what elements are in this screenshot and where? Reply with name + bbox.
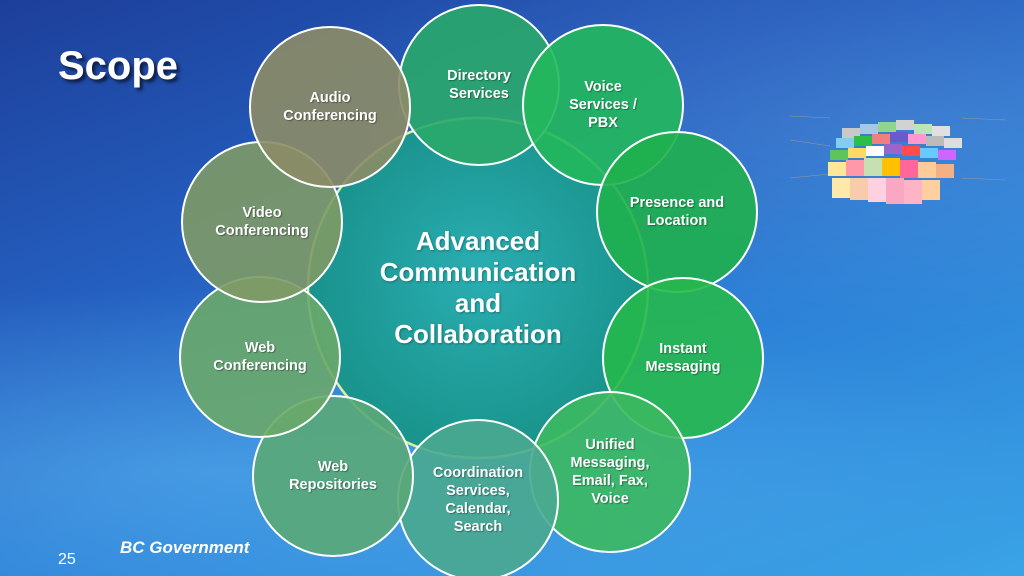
node-audio-conferencing-label: Audio Conferencing <box>283 90 377 124</box>
slide-title: Scope <box>58 44 179 88</box>
node-voice-services-pbx-label: Voice Services / PBX <box>569 79 637 131</box>
node-web-repositories-circle <box>252 395 414 557</box>
node-video-conferencing-label: Video Conferencing <box>215 205 309 239</box>
node-presence-and-location-label: Presence and Location <box>629 195 725 229</box>
nodes-group <box>179 4 764 576</box>
center-label: Advanced Communication and Collaboration <box>379 226 577 349</box>
hexagon-cluster-image <box>790 115 1006 204</box>
node-unified-messaging-label: Unified Messaging, Email, Fax, Voice <box>570 437 650 507</box>
node-web-repositories-label: Web Repositories <box>289 459 377 493</box>
node-audio-conferencing-circle <box>249 26 411 188</box>
node-instant-messaging-label: Instant Messaging <box>645 341 721 375</box>
node-directory-services-label: Directory Services <box>447 68 511 102</box>
node-web-conferencing-label: Web Conferencing <box>213 340 307 374</box>
node-coordination-services-label: Coordination Services, Calendar, Search <box>432 465 524 535</box>
footer-organization: BC Government <box>120 538 250 557</box>
page-number: 25 <box>58 551 76 568</box>
